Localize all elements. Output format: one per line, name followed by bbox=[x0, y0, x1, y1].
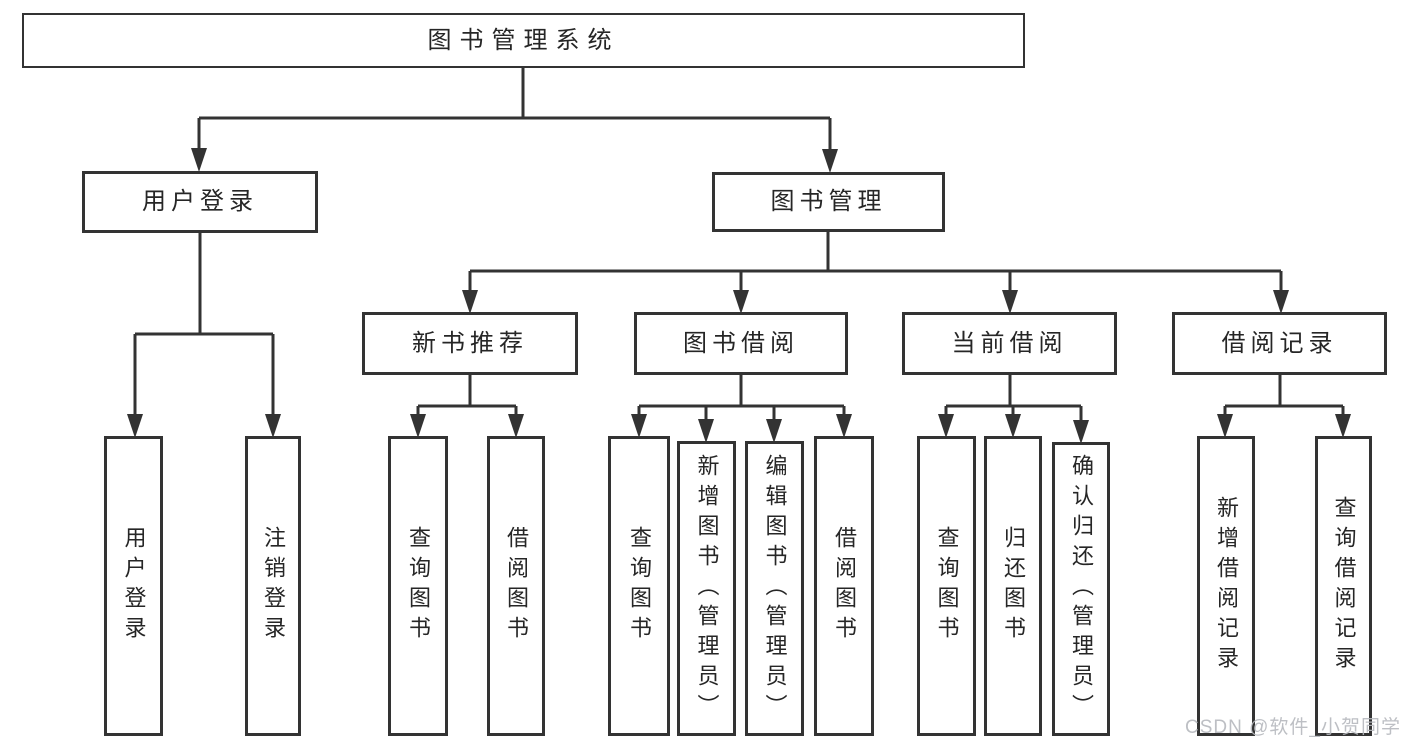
node-label: 图书借阅 bbox=[683, 329, 799, 357]
node-current-borrowing: 当前借阅 bbox=[902, 312, 1117, 375]
leaf-query-books-2: 查询图书 bbox=[608, 436, 670, 736]
node-user-login: 用户登录 bbox=[82, 171, 318, 233]
node-label: 借阅图书 bbox=[504, 526, 529, 646]
leaf-return-books: 归还图书 bbox=[984, 436, 1042, 736]
node-book-borrowing: 图书借阅 bbox=[634, 312, 848, 375]
node-label: 用户登录 bbox=[142, 188, 258, 215]
node-label: 注销登录 bbox=[261, 526, 286, 646]
node-label: 新增图书（管理员） bbox=[694, 453, 720, 724]
leaf-add-borrow-record: 新增借阅记录 bbox=[1197, 436, 1255, 736]
node-label: 借阅图书 bbox=[832, 526, 857, 646]
node-label: 编辑图书（管理员） bbox=[762, 453, 788, 724]
leaf-query-borrow-record: 查询借阅记录 bbox=[1315, 436, 1372, 736]
leaf-confirm-return-admin: 确认归还（管理员） bbox=[1052, 442, 1110, 736]
node-label: 图书管理系统 bbox=[427, 26, 620, 54]
leaf-query-books-3: 查询图书 bbox=[917, 436, 976, 736]
node-label: 查询图书 bbox=[934, 526, 960, 646]
node-label: 归还图书 bbox=[1001, 526, 1026, 646]
leaf-borrow-books-1: 借阅图书 bbox=[487, 436, 545, 736]
leaf-edit-books-admin: 编辑图书（管理员） bbox=[745, 441, 804, 736]
node-book-management: 图书管理 bbox=[712, 172, 945, 232]
leaf-logout: 注销登录 bbox=[245, 436, 301, 736]
node-library-management-system: 图书管理系统 bbox=[22, 13, 1025, 68]
node-label: 确认归还（管理员） bbox=[1069, 454, 1094, 724]
node-label: 新增借阅记录 bbox=[1214, 496, 1239, 676]
node-new-book-recommend: 新书推荐 bbox=[362, 312, 578, 375]
leaf-user-login: 用户登录 bbox=[104, 436, 163, 736]
leaf-query-books-1: 查询图书 bbox=[388, 436, 448, 736]
node-borrowing-records: 借阅记录 bbox=[1172, 312, 1387, 375]
csdn-watermark: CSDN @软件_小贺同学 bbox=[1185, 717, 1401, 738]
node-label: 当前借阅 bbox=[951, 329, 1068, 357]
node-label: 查询图书 bbox=[406, 526, 431, 646]
node-label: 用户登录 bbox=[121, 526, 147, 646]
leaf-add-books-admin: 新增图书（管理员） bbox=[677, 441, 736, 736]
leaf-borrow-books-2: 借阅图书 bbox=[814, 436, 874, 736]
node-label: 图书管理 bbox=[770, 188, 887, 215]
arrowheads bbox=[127, 148, 1351, 444]
node-label: 查询借阅记录 bbox=[1331, 496, 1357, 676]
node-label: 借阅记录 bbox=[1221, 329, 1338, 357]
node-label: 新书推荐 bbox=[412, 329, 528, 357]
node-label: 查询图书 bbox=[627, 526, 652, 646]
